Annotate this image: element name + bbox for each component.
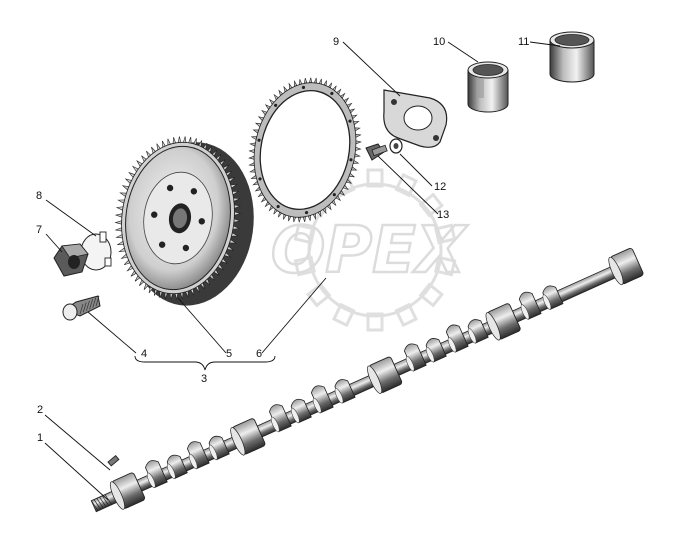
callout-3: 3: [201, 373, 207, 385]
callout-4: 4: [141, 348, 147, 360]
callout-10: 10: [433, 36, 445, 48]
watermark-logo: OPEX: [270, 168, 469, 332]
callout-labels: 1 2 3 4 5 6 7 8 9 10 11 12 13: [36, 36, 529, 444]
callout-5: 5: [226, 348, 232, 360]
nut-7: [53, 243, 89, 277]
bolt-4: [62, 295, 101, 321]
callout-6: 6: [256, 348, 262, 360]
thrust-flange-9: [383, 89, 448, 148]
callout-11: 11: [518, 36, 529, 48]
callout-13: 13: [437, 209, 449, 221]
bushing-10: [467, 61, 509, 113]
washer-12: [389, 138, 403, 154]
callout-12: 12: [434, 181, 446, 193]
camshaft-gear-5: [114, 136, 254, 306]
callout-2: 2: [37, 404, 43, 416]
watermark-text: OPEX: [271, 214, 468, 288]
lock-washer-8: [80, 231, 112, 271]
callout-9: 9: [333, 36, 339, 48]
bushing-11: [549, 31, 595, 83]
bolt-13: [365, 143, 388, 161]
ring-gear-6: [248, 77, 362, 223]
callout-1: 1: [37, 432, 43, 444]
callout-7: 7: [36, 224, 42, 236]
camshaft: [90, 247, 644, 513]
leader-lines: [44, 41, 561, 501]
key-2: [107, 454, 120, 467]
callout-8: 8: [36, 190, 42, 202]
